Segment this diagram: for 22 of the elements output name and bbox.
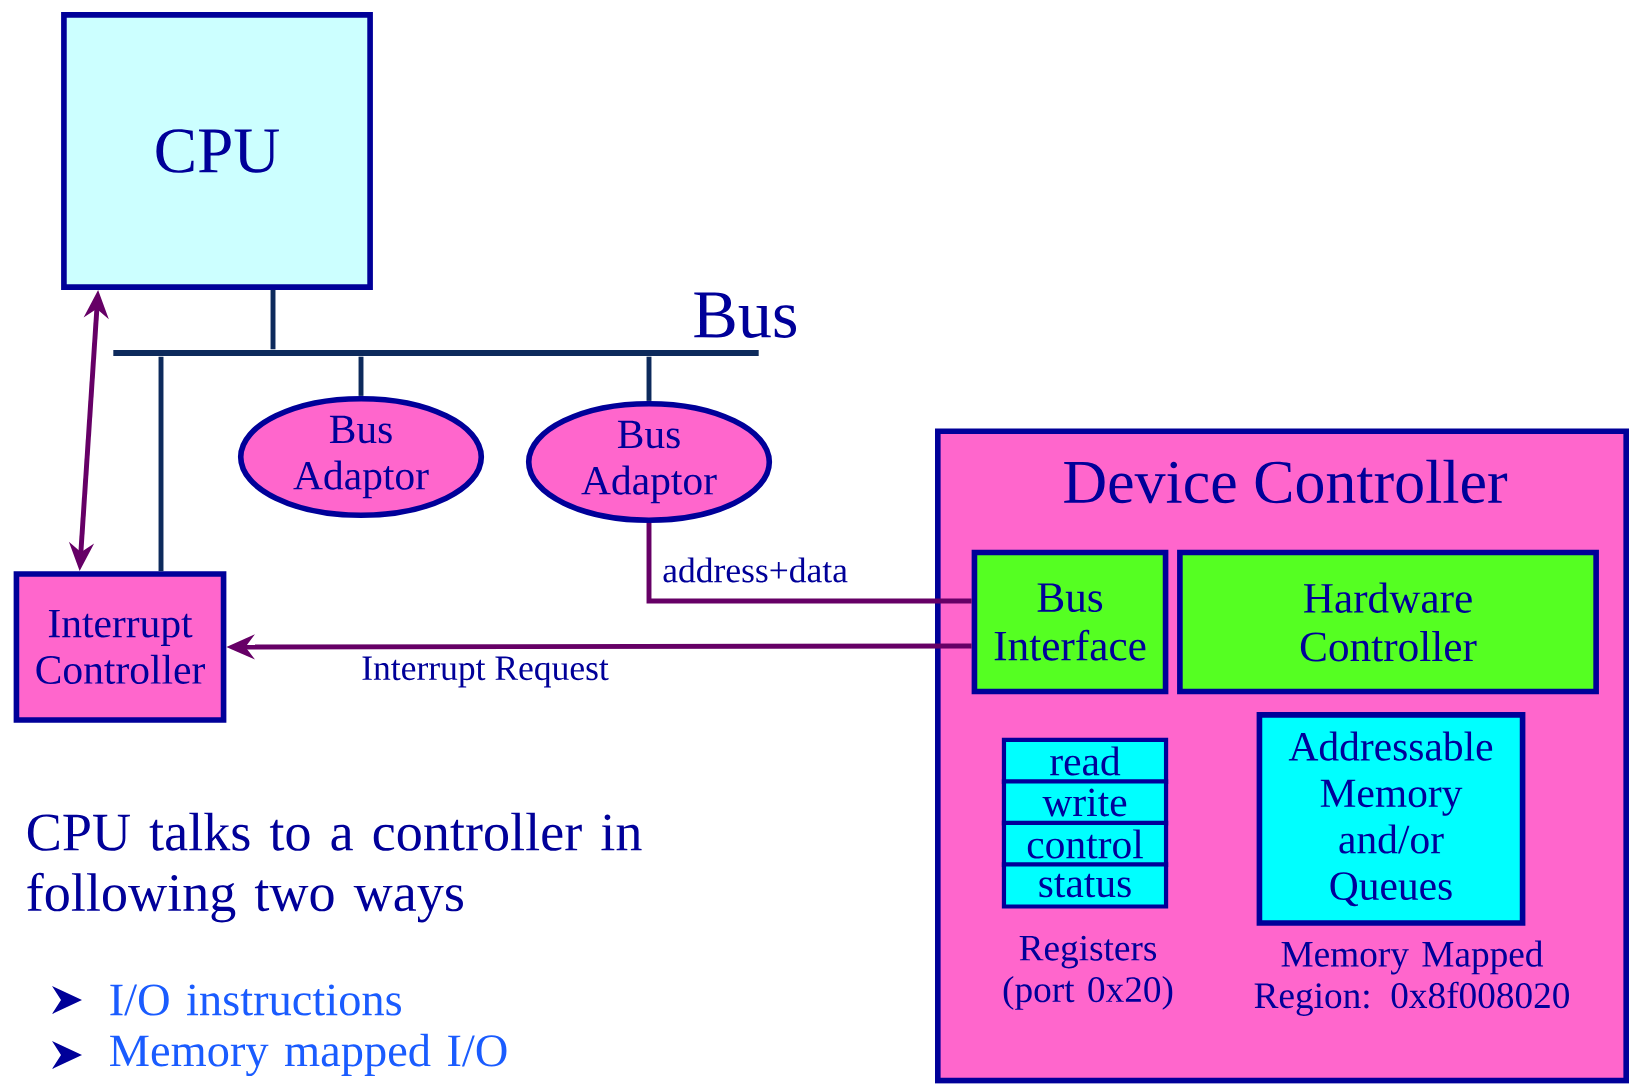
registers-caption: Registers (port 0x20)	[1003, 935, 1173, 1010]
heading-text: CPU talks to a controller in following two ways	[27, 812, 642, 923]
interrupt-controller-box: Interrupt Controller	[13, 571, 227, 723]
register-cell: write	[1001, 779, 1169, 826]
memory-box: Addressable Memory and/or Queues	[1256, 712, 1526, 926]
hardware-controller-box: Hardware Controller	[1177, 549, 1599, 695]
connector-line	[646, 356, 652, 401]
connector-line	[646, 523, 972, 604]
edge-label: Interrupt Request	[357, 653, 613, 691]
register-cell: read	[1001, 737, 1169, 785]
register-cell: control	[1001, 820, 1169, 868]
region-caption: Memory Mapped Region: 0x8f008020	[1254, 940, 1569, 1016]
bullet-text: Memory mapped I/O	[110, 1033, 507, 1077]
bus-line: Bus	[113, 292, 797, 356]
connector-line	[358, 356, 364, 396]
register-cell: status	[1001, 862, 1169, 909]
cpu-box: CPU	[61, 12, 373, 290]
edge-label: address+data	[658, 554, 852, 586]
connector-line	[158, 356, 164, 572]
connector-line	[270, 289, 276, 350]
bus-interface-box: Bus Interface	[971, 549, 1169, 695]
bullet-text: I/O instructions	[110, 984, 401, 1016]
